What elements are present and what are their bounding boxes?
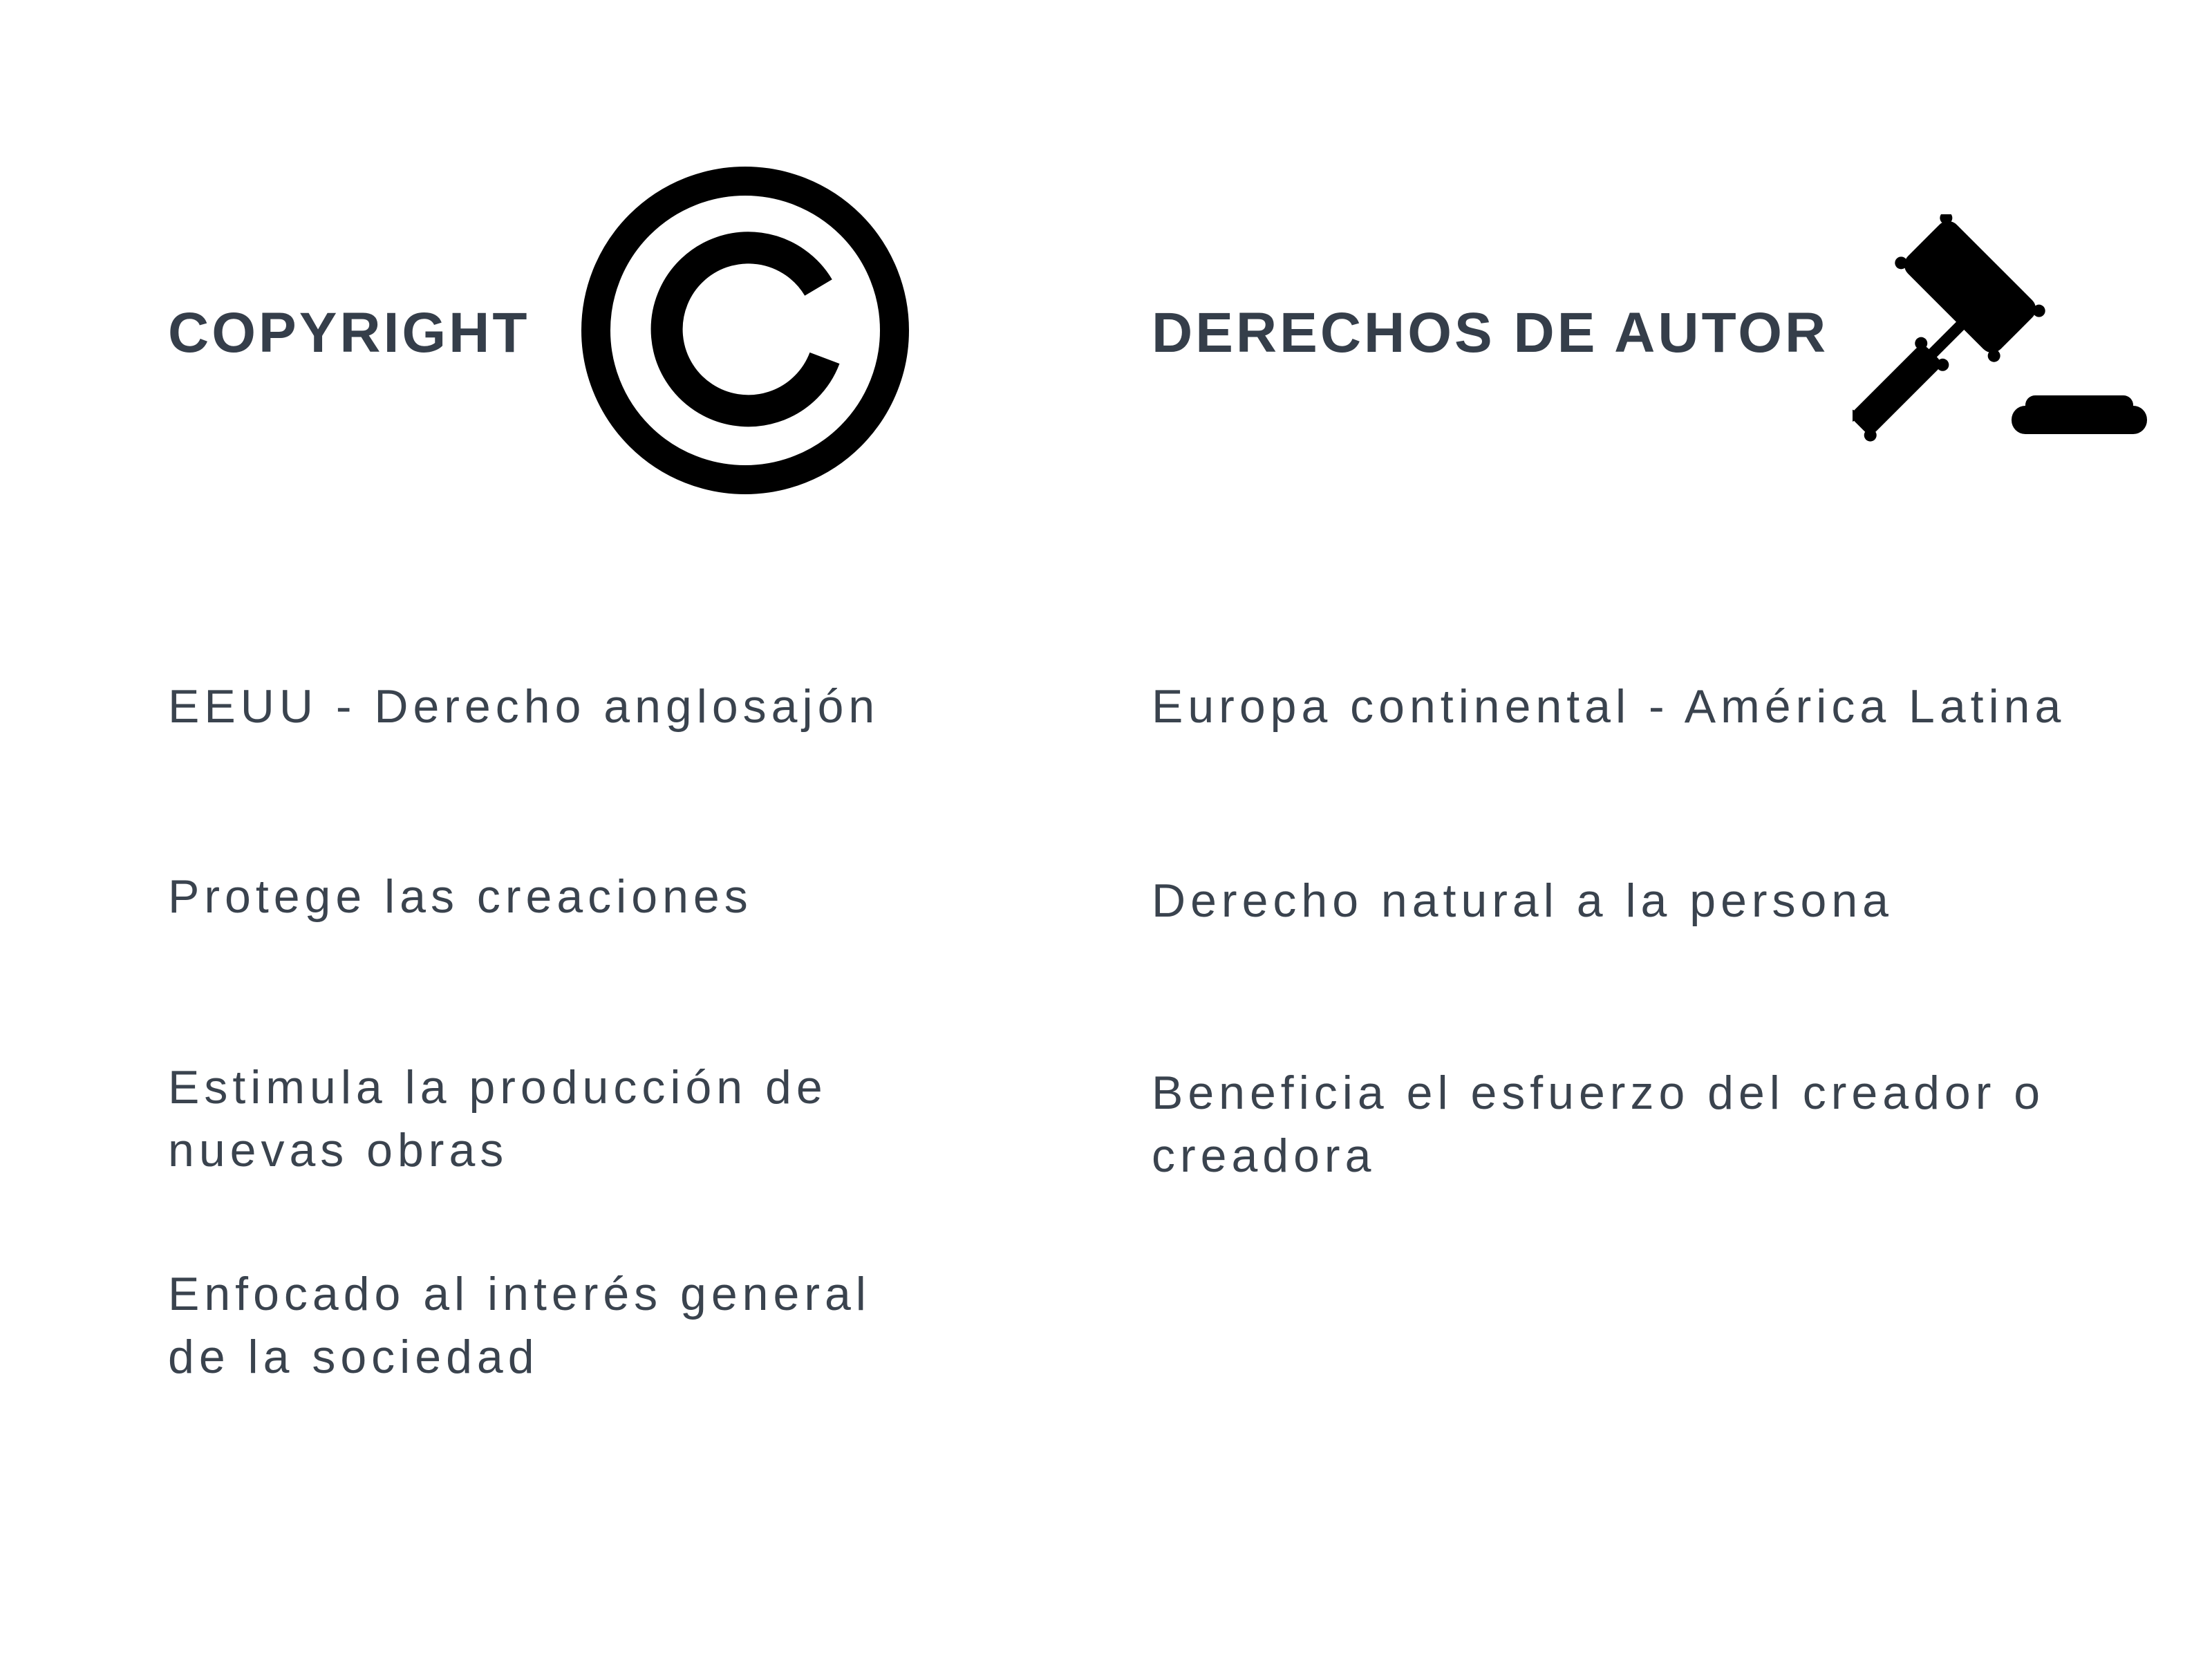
copyright-title: COPYRIGHT bbox=[168, 301, 530, 364]
item-line: Enfocado al interés general bbox=[168, 1268, 871, 1320]
item-line: EEUU - Derecho anglosajón bbox=[168, 680, 880, 733]
item-line: nuevas obras bbox=[168, 1124, 509, 1177]
item-line: Beneficia el esfuerzo del creador o bbox=[1152, 1067, 2045, 1119]
copyright-item-4: Enfocado al interés general de la socieda… bbox=[168, 1263, 871, 1389]
item-line: creadora bbox=[1152, 1130, 1376, 1182]
copyright-item-1: EEUU - Derecho anglosajón bbox=[168, 675, 879, 738]
item-line: Protege las creaciones bbox=[168, 870, 753, 923]
gavel-icon bbox=[1853, 214, 2147, 442]
item-line: Europa continental - América Latina bbox=[1152, 680, 2066, 733]
derechos-item-2: Derecho natural a la persona bbox=[1152, 870, 1893, 932]
derechos-item-1: Europa continental - América Latina bbox=[1152, 675, 2065, 738]
copyright-icon bbox=[581, 167, 909, 494]
copyright-item-3: Estimula la producción de nuevas obras bbox=[168, 1056, 827, 1182]
item-line: Estimula la producción de bbox=[168, 1061, 827, 1114]
copyright-item-2: Protege las creaciones bbox=[168, 865, 753, 928]
derechos-de-autor-title: DERECHOS DE AUTOR bbox=[1152, 301, 1829, 364]
derechos-item-3: Beneficia el esfuerzo del creador o cread… bbox=[1152, 1062, 2045, 1188]
item-line: Derecho natural a la persona bbox=[1152, 874, 1893, 927]
item-line: de la sociedad bbox=[168, 1331, 539, 1383]
